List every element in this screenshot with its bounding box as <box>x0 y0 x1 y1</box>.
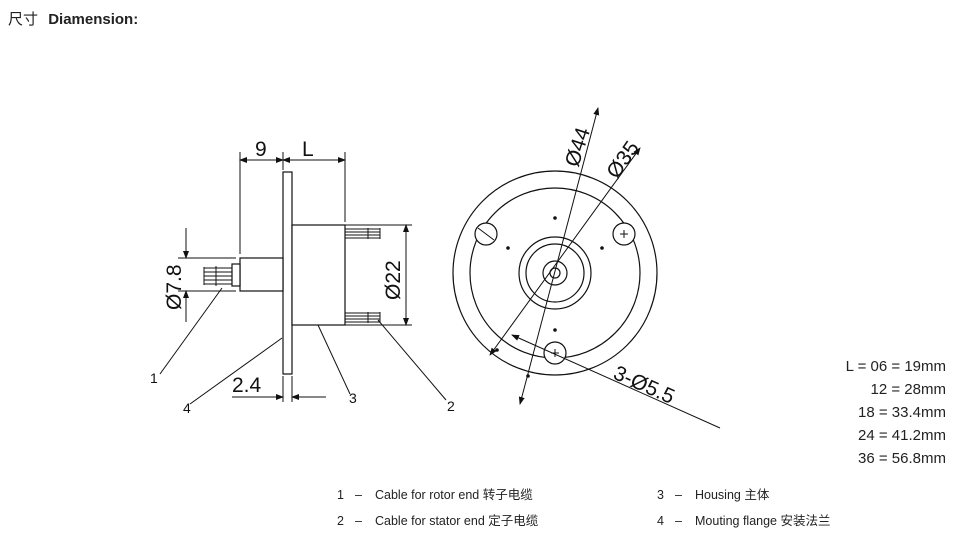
length-row: 18 = 33.4mm <box>858 404 946 421</box>
dimension-flange <box>232 376 326 402</box>
legend-item: 1–Cable for rotor end 转子电缆 <box>337 487 533 502</box>
stator-wires-top <box>345 228 381 239</box>
page-title: 尺寸 Diamension: <box>8 8 138 29</box>
legend-left: 1–Cable for rotor end 转子电缆 2–Cable for s… <box>337 482 538 534</box>
length-table: L = 06 = 19mm 12 = 28mm 18 = 33.4mm 24 =… <box>822 355 946 470</box>
legend-item: 2–Cable for stator end 定子电缆 <box>337 513 539 528</box>
rotor-wires <box>203 266 232 286</box>
dimension-rotor <box>178 228 236 322</box>
mounting-flange <box>282 171 293 375</box>
legend-item: 4–Mouting flange 安装法兰 <box>657 513 831 528</box>
stator-wires-bottom <box>345 312 381 323</box>
dim-line-holes <box>511 334 721 429</box>
length-row: 24 = 41.2mm <box>858 427 946 444</box>
front-view <box>452 107 721 429</box>
length-row: L = 06 = 19mm <box>845 358 946 375</box>
dim-length: L <box>302 138 314 161</box>
dimension-housing <box>345 224 412 326</box>
callout-3: 3 <box>349 390 357 406</box>
dimension-top <box>239 152 346 254</box>
housing <box>291 224 346 326</box>
dim-rotor-diameter: Ø7.8 <box>163 264 186 310</box>
rotor-shaft <box>239 257 284 292</box>
callout-4: 4 <box>183 400 191 416</box>
length-row: 12 = 28mm <box>870 381 946 398</box>
length-row: 36 = 56.8mm <box>858 450 946 467</box>
dim-outer-diameter: Ø44 <box>561 124 595 169</box>
title-cn: 尺寸 <box>8 10 39 28</box>
dim-holes: 3-Ø5.5 <box>610 362 678 409</box>
leader-lines <box>159 287 447 405</box>
title-en: Diamension: <box>48 11 139 28</box>
dim-housing-diameter: Ø22 <box>382 260 405 300</box>
callout-2: 2 <box>447 398 455 414</box>
dim-flange-thickness: 2.4 <box>232 374 262 397</box>
dim-flange-offset: 9 <box>255 138 267 161</box>
dim-bolt-circle: Ø35 <box>602 137 644 183</box>
side-view <box>159 152 447 405</box>
legend-right: 3–Housing 主体 4–Mouting flange 安装法兰 <box>657 482 831 534</box>
dim-line-bolt-circle <box>489 147 641 356</box>
callout-1: 1 <box>150 370 158 386</box>
legend-item: 3–Housing 主体 <box>657 487 770 502</box>
